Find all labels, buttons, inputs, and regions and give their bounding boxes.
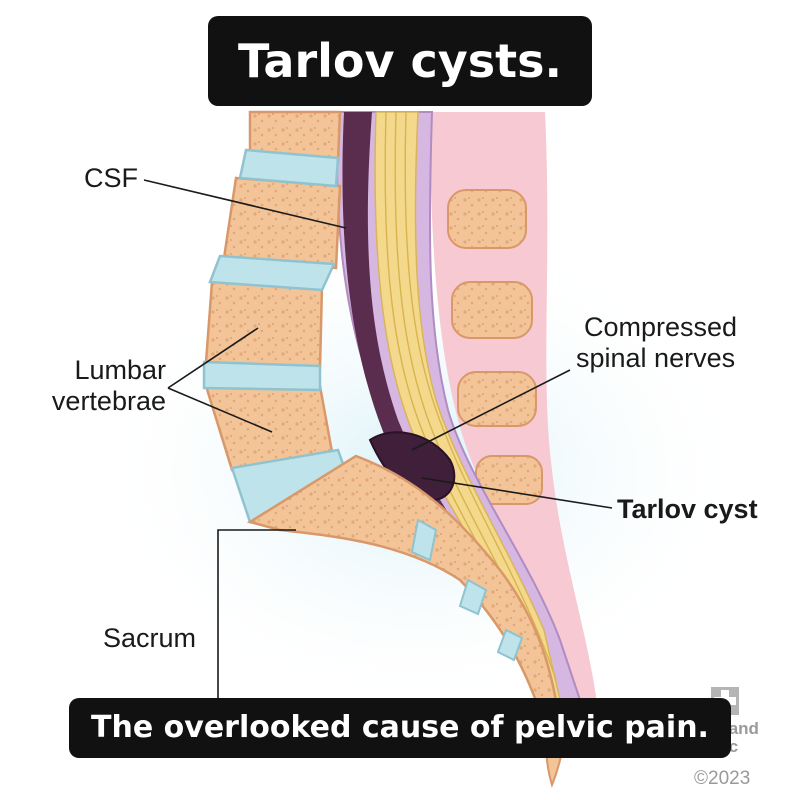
compressed-nerves-leader-line [411,369,571,451]
label-compressed-line2: spinal nerves [576,343,736,373]
tagline-banner: The overlooked cause of pelvic pain. [69,698,731,758]
sacrum-leader-line [217,529,296,700]
label-lumbar-line1: Lumbar [74,355,166,385]
sacral-discs [410,518,524,662]
credit-copyright: ©2023 [694,768,751,789]
lumbar-leader-line-lower [167,387,273,433]
label-sacrum: Sacrum [103,623,197,653]
label-lumbar-line2: vertebrae [51,386,166,416]
label-lumbar-vertebrae: Lumbar vertebrae [14,355,166,417]
spinous-processes [447,189,543,505]
csf-leader-line [143,179,347,229]
tarlov-cyst-leader-line [421,477,613,509]
leader-lines [143,179,613,700]
lumbar-leader-line-upper [167,327,259,389]
credit-name-line1: land [724,719,759,738]
label-csf: CSF [84,163,138,193]
label-tarlov-cyst: Tarlov cyst [617,494,758,524]
title-banner: Tarlov cysts. [208,16,592,106]
label-compressed-spinal-nerves: Compressed spinal nerves [576,312,776,374]
lumbar-vertebral-bodies [204,110,342,472]
label-compressed-line1: Compressed [584,312,738,342]
